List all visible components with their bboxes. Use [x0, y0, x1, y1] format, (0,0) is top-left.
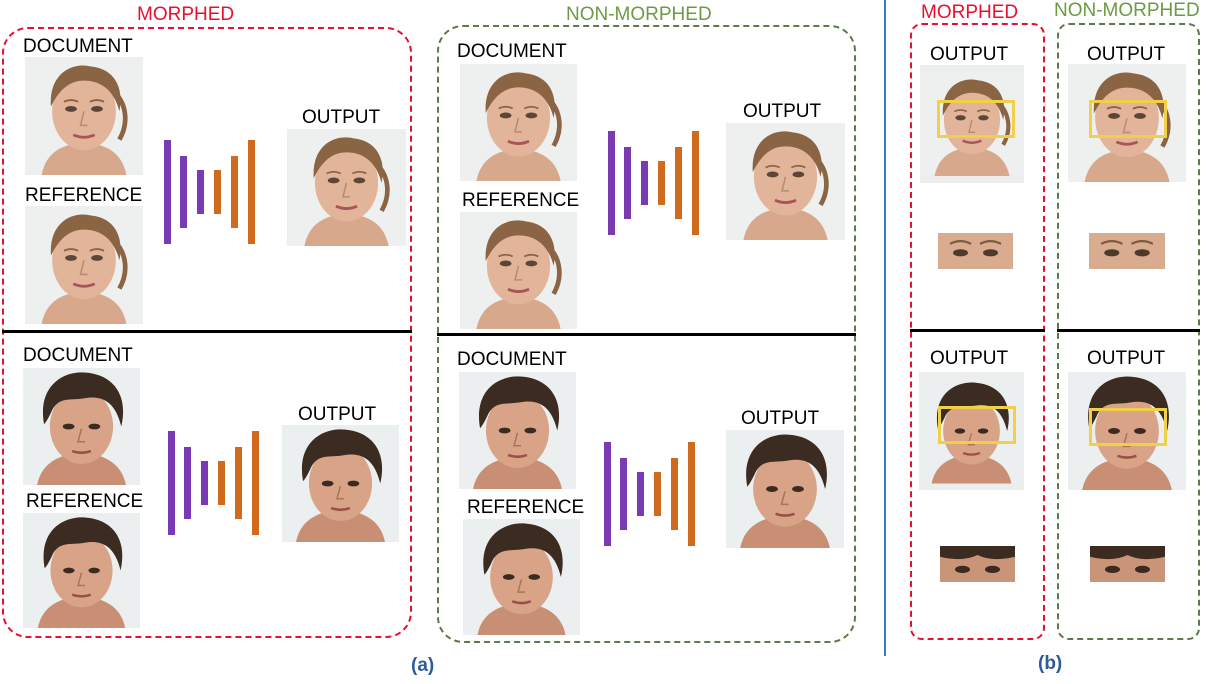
- eye-region-crop: [938, 233, 1013, 269]
- reference-photo: [463, 519, 580, 635]
- eye-region-crop: [1089, 233, 1165, 269]
- female-face-photo-icon: [726, 123, 845, 240]
- caption-b: (b): [1038, 653, 1063, 674]
- output-label: OUTPUT: [743, 101, 822, 122]
- caption-a: (a): [411, 655, 435, 676]
- output-photo: [726, 430, 844, 548]
- encoder-decoder-network-icon: [604, 442, 696, 546]
- reference-photo: [25, 206, 143, 324]
- row-divider: [910, 329, 1045, 332]
- male-face-photo-icon: [282, 425, 399, 542]
- morphed-title-b: MORPHED: [921, 2, 1019, 23]
- eye-region-box: [1089, 100, 1167, 138]
- reference-label: REFERENCE: [25, 185, 143, 206]
- reference-photo: [23, 513, 140, 628]
- eye-region-box: [1089, 408, 1167, 446]
- document-photo: [23, 368, 140, 485]
- output-label: OUTPUT: [930, 44, 1009, 65]
- female-face-photo-icon: [25, 57, 143, 175]
- section-divider: [884, 0, 886, 656]
- document-label: DOCUMENT: [23, 345, 133, 366]
- female-face-photo-icon: [25, 206, 143, 324]
- non-morphed-title-a: NON-MORPHED: [566, 4, 712, 25]
- male-face-photo-icon: [463, 519, 580, 635]
- output-label: OUTPUT: [1087, 44, 1166, 65]
- output-photo: [726, 123, 845, 240]
- eye-region-box: [938, 406, 1016, 444]
- female-face-photo-icon: [460, 212, 577, 329]
- eye-region-crop: [1090, 546, 1165, 582]
- morphed-title-a: MORPHED: [137, 4, 235, 25]
- document-label: DOCUMENT: [457, 349, 567, 370]
- reference-label: REFERENCE: [26, 491, 144, 512]
- row-divider: [2, 330, 412, 333]
- male-face-photo-icon: [726, 430, 844, 548]
- eye-region-box: [937, 100, 1015, 138]
- non-morphed-title-b: NON-MORPHED: [1054, 0, 1200, 21]
- output-label: OUTPUT: [1087, 348, 1166, 369]
- output-photo: [287, 129, 406, 246]
- row-divider: [437, 333, 856, 336]
- reference-photo: [460, 212, 577, 329]
- output-label: OUTPUT: [741, 408, 820, 429]
- document-label: DOCUMENT: [23, 36, 133, 57]
- document-photo: [25, 57, 143, 175]
- output-label: OUTPUT: [302, 107, 381, 128]
- output-label: OUTPUT: [930, 348, 1009, 369]
- document-photo: [459, 372, 576, 489]
- eye-region-crop: [940, 546, 1015, 582]
- encoder-decoder-network-icon: [164, 140, 256, 244]
- row-divider: [1057, 329, 1200, 332]
- male-face-photo-icon: [23, 368, 140, 485]
- output-photo: [282, 425, 399, 542]
- male-face-photo-icon: [459, 372, 576, 489]
- reference-label: REFERENCE: [462, 190, 580, 211]
- document-photo: [460, 64, 577, 181]
- output-photo: [919, 372, 1024, 490]
- female-face-photo-icon: [460, 64, 577, 181]
- reference-label: REFERENCE: [467, 497, 585, 518]
- female-face-photo-icon: [287, 129, 406, 246]
- male-face-photo-icon: [23, 513, 140, 628]
- encoder-decoder-network-icon: [608, 131, 700, 235]
- encoder-decoder-network-icon: [168, 431, 260, 535]
- output-label: OUTPUT: [298, 404, 377, 425]
- document-label: DOCUMENT: [457, 41, 567, 62]
